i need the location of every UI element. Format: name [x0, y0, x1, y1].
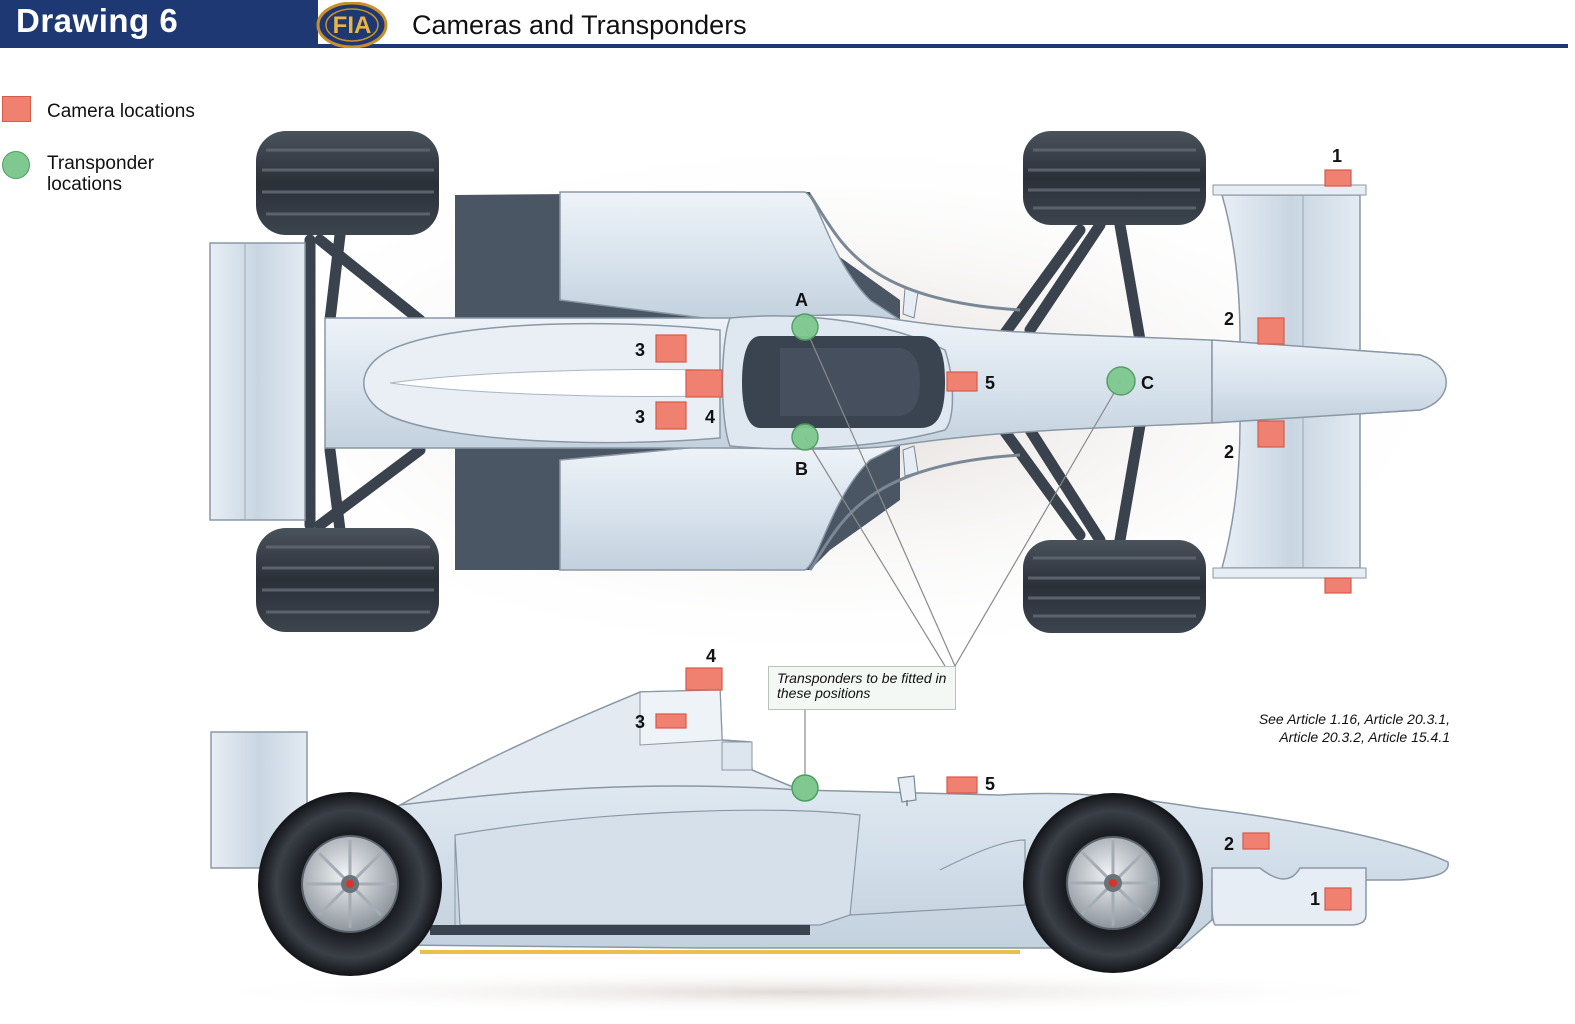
- front-left-tyre: [1023, 131, 1206, 225]
- transponder-callout: Transponders to be fitted in these posit…: [768, 666, 956, 710]
- transponder-legend-line1: Transponder: [47, 153, 155, 174]
- transponder-marker-side: [791, 774, 819, 802]
- camera-legend-label: Camera locations: [47, 101, 195, 122]
- drawing-label: Drawing 6: [16, 2, 179, 39]
- plank-strip: [420, 950, 1020, 954]
- header-rule: [0, 44, 1568, 48]
- label-cam4-top: 4: [705, 407, 715, 427]
- top-view: 1 2 2 3 3 4 5 A B C: [190, 130, 1470, 788]
- camera-marker-2-side: [1242, 832, 1270, 850]
- right-sidepod: [559, 444, 901, 571]
- camera-marker-4-top: [685, 369, 723, 398]
- header-tab: [0, 0, 318, 46]
- transponder-marker-c: [1106, 366, 1136, 396]
- side-rear-wheel: [258, 792, 442, 976]
- label-cam1-top: 1: [1332, 146, 1342, 166]
- side-view-shadow: [180, 970, 1420, 1014]
- note-line1: See Article 1.16, Article 20.3.1,: [1258, 711, 1450, 727]
- page-title: Cameras and Transponders: [412, 10, 747, 40]
- article-reference-note: See Article 1.16, Article 20.3.1, Articl…: [1200, 710, 1450, 746]
- callout-line2: these positions: [777, 685, 871, 701]
- camera-marker-1-bottom: [1324, 577, 1352, 594]
- rear-left-tyre: [256, 131, 439, 235]
- front-suspension: [994, 219, 1146, 546]
- label-cam2-upper: 2: [1224, 309, 1234, 329]
- label-cam3-side: 3: [635, 712, 645, 732]
- camera-legend-swatch: [2, 96, 31, 122]
- camera-marker-1-side: [1324, 887, 1352, 911]
- camera-marker-1-top: [1324, 169, 1352, 187]
- label-transponder-a: A: [795, 290, 808, 310]
- camera-marker-5-side: [946, 776, 978, 794]
- transponder-marker-a: [791, 313, 819, 341]
- camera-marker-3-lower: [655, 401, 687, 430]
- front-wing-endplate-top: [1212, 184, 1367, 196]
- label-cam2-side: 2: [1224, 834, 1234, 854]
- note-line2: Article 20.3.2, Article 15.4.1: [1279, 729, 1450, 745]
- label-cam4-side: 4: [706, 646, 716, 666]
- label-cam5-top: 5: [985, 373, 995, 393]
- label-cam5-side: 5: [985, 774, 995, 794]
- side-view: 4 3 5 2 1: [180, 646, 1449, 1014]
- side-mirror: [897, 775, 917, 803]
- transponder-marker-b: [791, 423, 819, 451]
- side-front-wheel: [1023, 793, 1203, 973]
- transponder-legend-swatch: [2, 151, 30, 179]
- camera-marker-2-lower: [1257, 420, 1285, 448]
- label-cam3-lower: 3: [635, 407, 645, 427]
- callout-leaders: [804, 326, 1122, 788]
- rear-right-tyre: [256, 528, 439, 632]
- transponder-legend-label: Transponder locations: [47, 153, 154, 195]
- camera-marker-3-upper: [655, 334, 687, 363]
- label-cam1-side: 1: [1310, 889, 1320, 909]
- label-transponder-b: B: [795, 459, 808, 479]
- rear-suspension: [304, 229, 426, 536]
- side-front-endplate: [1211, 867, 1367, 926]
- transponder-legend-line2: locations: [47, 174, 122, 195]
- callout-line1: Transponders to be fitted in: [777, 670, 947, 686]
- side-floor-strip: [430, 925, 810, 935]
- camera-marker-5-top: [946, 371, 978, 392]
- camera-marker-2-upper: [1257, 317, 1285, 345]
- camera-marker-4-side: [685, 667, 723, 691]
- front-wing-endplate-bottom: [1212, 567, 1367, 579]
- label-cam3-upper: 3: [635, 340, 645, 360]
- front-right-tyre: [1023, 540, 1206, 633]
- fia-logo: FIA: [316, 2, 388, 48]
- fia-logo-text: FIA: [333, 12, 372, 39]
- label-cam2-lower: 2: [1224, 442, 1234, 462]
- camera-marker-3-side: [655, 713, 687, 729]
- label-transponder-c: C: [1141, 373, 1154, 393]
- rear-wing: [209, 242, 306, 521]
- nose-cone: [1211, 339, 1447, 424]
